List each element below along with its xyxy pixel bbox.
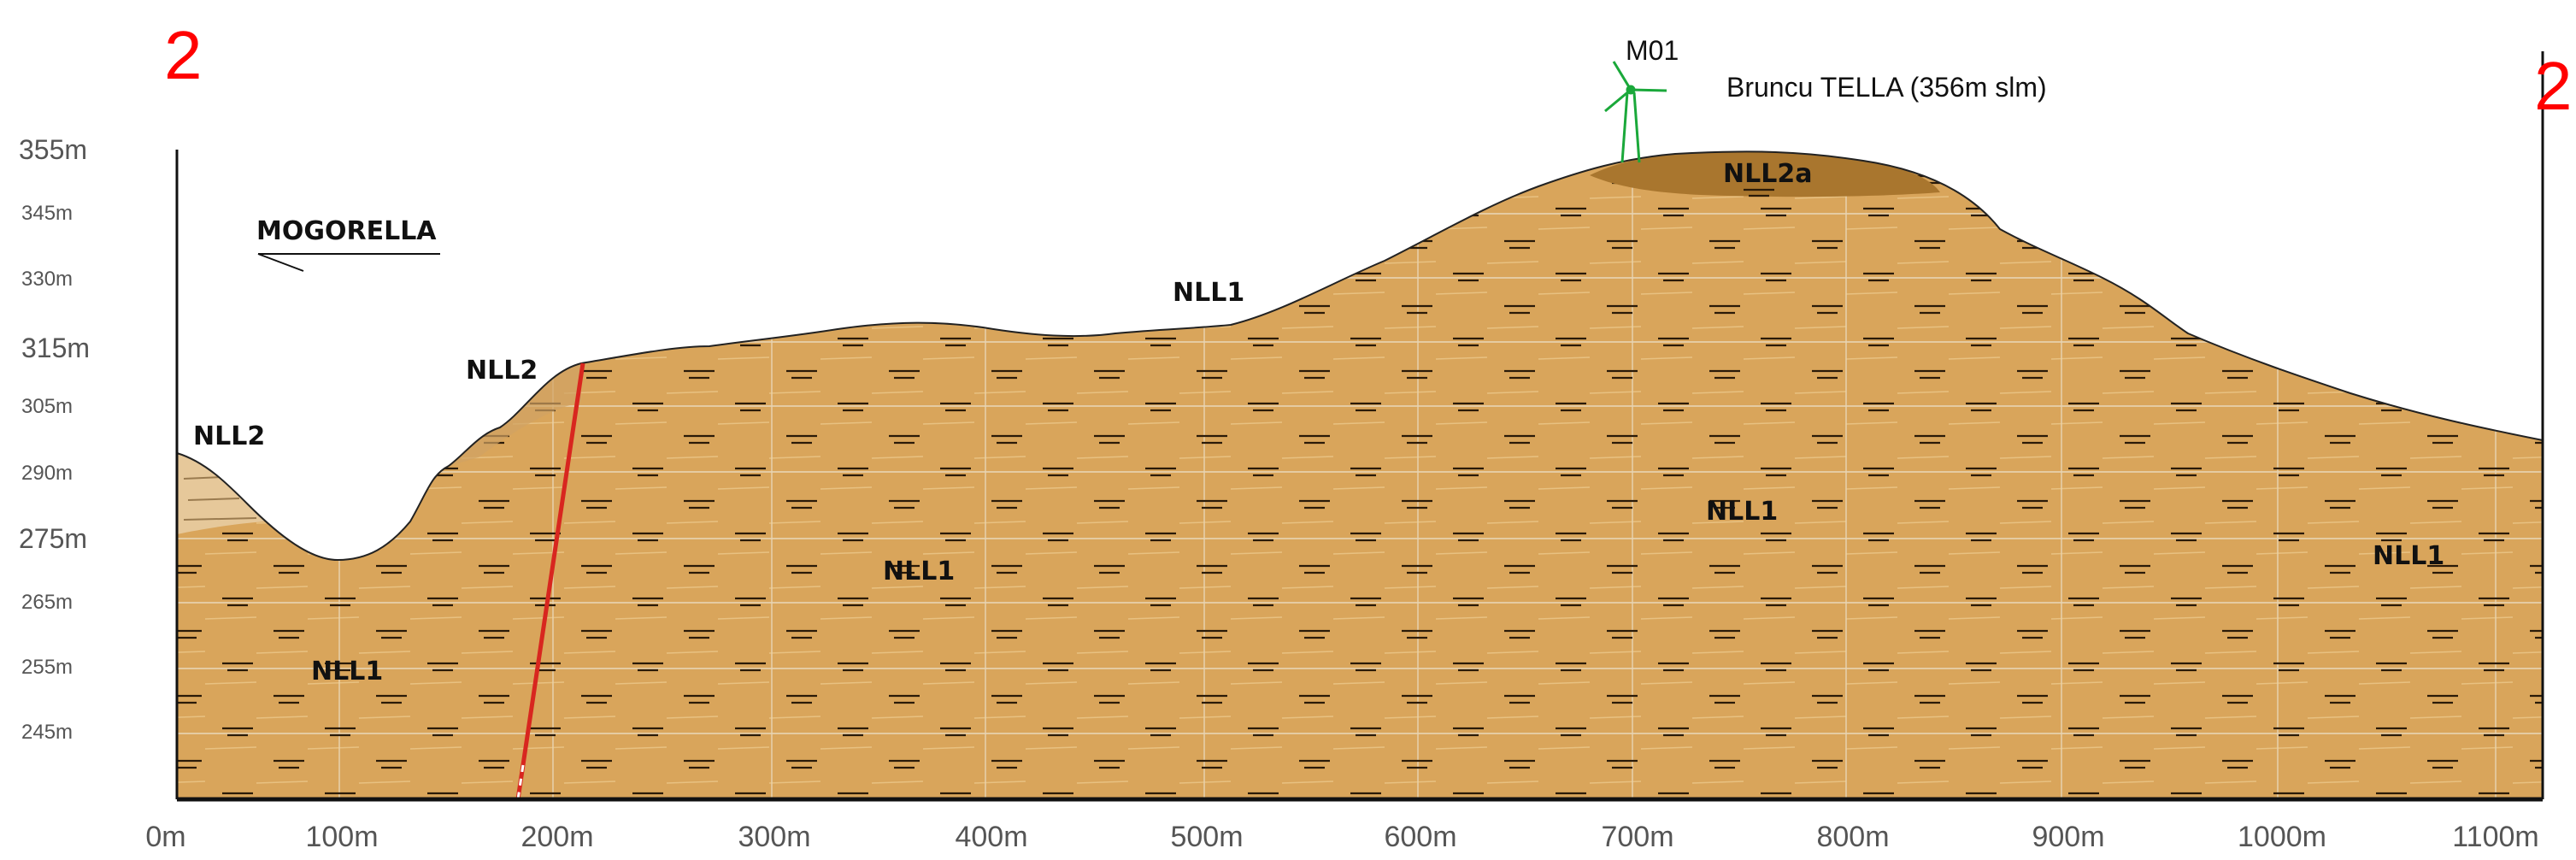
x-tick-700: 700m xyxy=(1601,821,1673,853)
unit-label-nll2-far-left: NLL2 xyxy=(193,421,265,451)
x-tick-800: 800m xyxy=(1816,821,1889,853)
peak-name: Bruncu TELLA (356m slm) xyxy=(1726,72,2047,103)
x-tick-900: 900m xyxy=(2032,821,2104,853)
y-tick-265: 265m xyxy=(21,591,73,614)
x-tick-300: 300m xyxy=(738,821,810,853)
x-tick-0: 0m xyxy=(145,821,185,853)
direction-label: MOGORELLA xyxy=(256,216,437,246)
x-tick-600: 600m xyxy=(1384,821,1456,853)
x-tick-200: 200m xyxy=(520,821,593,853)
text-layer: 2 2 M01 Bruncu TELLA (356m slm) MOGORELL… xyxy=(19,17,2573,853)
y-tick-305: 305m xyxy=(21,395,73,418)
nll2-band xyxy=(449,363,581,466)
y-tick-355: 355m xyxy=(19,134,87,165)
x-tick-1100: 1100m xyxy=(2452,821,2538,853)
x-tick-500: 500m xyxy=(1170,821,1243,853)
direction-arrow xyxy=(257,253,440,272)
x-tick-1000: 1000m xyxy=(2238,821,2326,853)
x-tick-400: 400m xyxy=(955,821,1027,853)
fault-line-dashed xyxy=(516,764,525,800)
nll2-zone xyxy=(177,449,267,534)
unit-label-nll2a: NLL2a xyxy=(1723,159,1812,189)
unit-label-nll1-upper: NLL1 xyxy=(1173,278,1244,308)
y-tick-330: 330m xyxy=(21,268,73,291)
unit-label-nll2-slope: NLL2 xyxy=(466,356,538,386)
x-tick-100: 100m xyxy=(305,821,378,853)
y-tick-255: 255m xyxy=(21,656,73,679)
section-number-right: 2 xyxy=(2534,48,2573,124)
y-tick-345: 345m xyxy=(21,202,73,225)
y-tick-245: 245m xyxy=(21,721,73,744)
unit-label-nll1-center: NLL1 xyxy=(883,557,955,586)
y-tick-315: 315m xyxy=(21,333,90,363)
unit-label-nll1-right: NLL1 xyxy=(2373,541,2444,571)
wind-turbine-icon xyxy=(1604,61,1667,163)
section-number-left: 2 xyxy=(164,17,203,93)
y-tick-290: 290m xyxy=(21,462,73,485)
nll2a-cap xyxy=(1590,151,1940,197)
fault-line xyxy=(515,362,585,800)
turbine-label: M01 xyxy=(1626,35,1679,66)
terrain-outline xyxy=(176,150,2544,562)
unit-label-nll1-center-right: NLL1 xyxy=(1706,497,1778,527)
y-tick-275: 275m xyxy=(19,523,87,554)
unit-label-nll1-valley: NLL1 xyxy=(311,657,383,686)
